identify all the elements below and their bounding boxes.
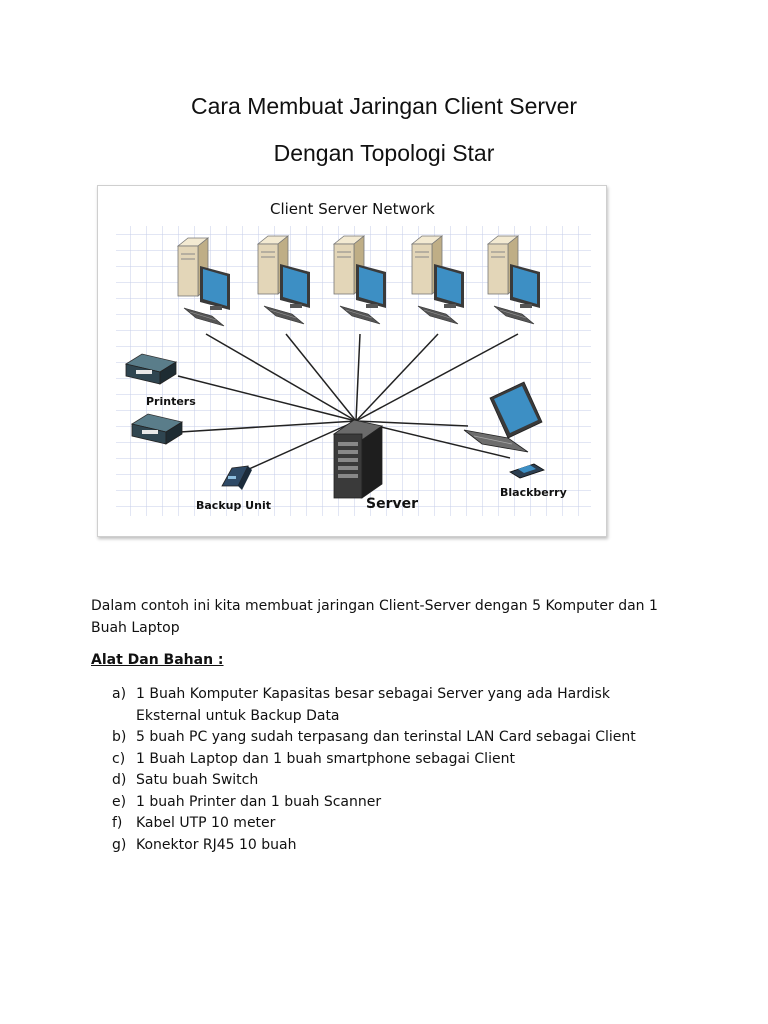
list-item-text: 1 Buah Komputer Kapasitas besar sebagai … xyxy=(136,686,610,724)
intro-paragraph: Dalam contoh ini kita membuat jaringan C… xyxy=(91,598,658,636)
list-item: d) Satu buah Switch xyxy=(112,770,672,792)
server-label: Server xyxy=(366,496,418,512)
list-item: e) 1 buah Printer dan 1 buah Scanner xyxy=(112,792,672,814)
section-heading: Alat Dan Bahan : xyxy=(91,652,224,668)
list-item: f) Kabel UTP 10 meter xyxy=(112,813,672,835)
list-item-text: 1 Buah Laptop dan 1 buah smartphone seba… xyxy=(136,750,515,767)
list-item-text: 5 buah PC yang sudah terpasang dan terin… xyxy=(136,729,636,745)
page-title-line-2: Dengan Topologi Star xyxy=(273,140,495,166)
list-marker: b) xyxy=(112,729,127,745)
list-item-text: Kabel UTP 10 meter xyxy=(136,815,276,831)
printers-label: Printers xyxy=(146,395,196,408)
list-item: g) Konektor RJ45 10 buah xyxy=(112,835,672,857)
page-title-line-1: Cara Membuat Jaringan Client Server xyxy=(190,93,578,119)
list-item-text: Konektor RJ45 10 buah xyxy=(136,836,297,853)
server xyxy=(333,419,383,499)
list-item-text: 1 buah Printer dan 1 buah Scanner xyxy=(136,793,382,810)
list-item-text: Satu buah Switch xyxy=(136,772,259,788)
diagram-title: Client Server Network xyxy=(270,200,435,218)
list-marker: g) xyxy=(112,836,127,853)
materials-list: a) 1 Buah Komputer Kapasitas besar sebaga… xyxy=(112,684,672,856)
blackberry-phone xyxy=(509,463,545,479)
list-item: a) 1 Buah Komputer Kapasitas besar sebaga… xyxy=(112,684,672,727)
backup-unit-label: Backup Unit xyxy=(196,499,271,512)
list-marker: a) xyxy=(112,686,127,702)
network-diagram: Client Server Network Printers Backup Un… xyxy=(97,185,607,537)
blackberry-label: Blackberry xyxy=(500,486,567,499)
list-marker: d) xyxy=(112,772,127,788)
laptop xyxy=(463,381,543,453)
backup-unit xyxy=(221,465,252,490)
list-marker: f) xyxy=(112,815,123,831)
list-item: c) 1 Buah Laptop dan 1 buah smartphone se… xyxy=(112,749,672,771)
list-item: b) 5 buah PC yang sudah terpasang dan ter… xyxy=(112,727,672,749)
list-marker: e) xyxy=(112,793,127,810)
list-marker: c) xyxy=(112,750,126,767)
